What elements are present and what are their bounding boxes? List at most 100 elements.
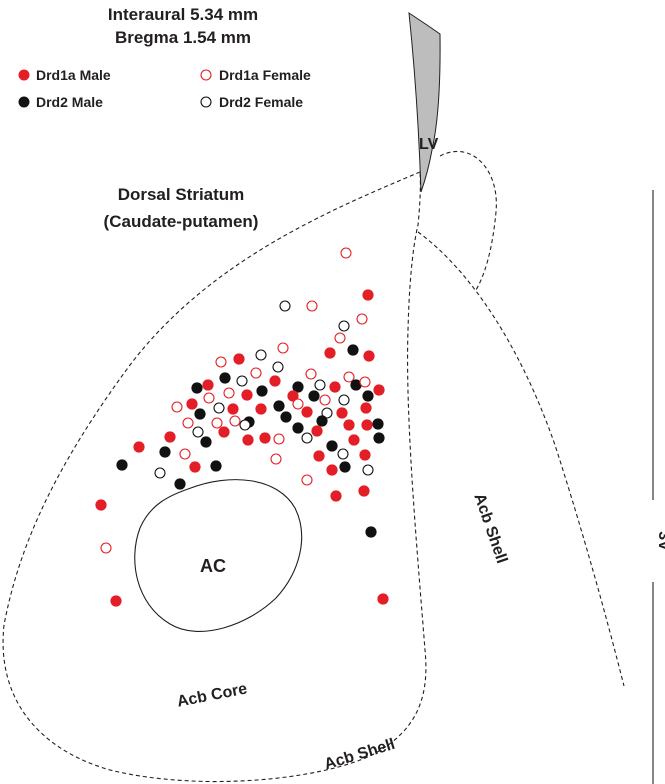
cell-marker-drd2-male bbox=[326, 440, 338, 452]
cell-marker-drd2-male bbox=[219, 372, 231, 384]
acb-core-label: Acb Core bbox=[176, 680, 249, 710]
legend-marker-drd2-male bbox=[18, 96, 30, 108]
cell-marker-drd1a-male bbox=[373, 384, 385, 396]
dorsal-striatum-label: Dorsal Striatum bbox=[118, 185, 245, 204]
cell-marker-drd2-male bbox=[373, 432, 385, 444]
cell-marker-drd2-female bbox=[236, 375, 248, 387]
acb-shell-label-right: Acb Shell bbox=[470, 491, 510, 565]
cell-marker-drd1a-male bbox=[343, 419, 355, 431]
cell-marker-drd2-male bbox=[316, 415, 328, 427]
cell-marker-drd2-female bbox=[314, 379, 326, 391]
cell-marker-drd1a-female bbox=[273, 433, 285, 445]
cell-marker-drd2-male bbox=[116, 459, 128, 471]
cell-marker-drd2-female bbox=[279, 300, 291, 312]
anterior-commissure-label: AC bbox=[200, 556, 226, 576]
cell-marker-drd1a-male bbox=[241, 389, 253, 401]
cell-marker-drd2-male bbox=[256, 385, 268, 397]
cell-marker-drd1a-male bbox=[361, 419, 373, 431]
cell-marker-drd1a-male bbox=[233, 353, 245, 365]
cell-marker-drd2-female bbox=[239, 419, 251, 431]
cell-marker-drd2-male bbox=[194, 408, 206, 420]
cell-marker-drd1a-female bbox=[301, 474, 313, 486]
cell-marker-drd2-female bbox=[338, 394, 350, 406]
cell-marker-drd1a-female bbox=[270, 453, 282, 465]
cell-marker-drd2-female bbox=[272, 361, 284, 373]
cell-marker-drd1a-female bbox=[356, 313, 368, 325]
caudate-putamen-label: (Caudate-putamen) bbox=[104, 212, 259, 231]
cell-marker-drd1a-female bbox=[182, 417, 194, 429]
cell-marker-drd1a-male bbox=[202, 379, 214, 391]
cell-marker-drd1a-male bbox=[363, 350, 375, 362]
cell-marker-drd1a-female bbox=[229, 415, 241, 427]
cell-marker-drd1a-female bbox=[340, 247, 352, 259]
cell-markers bbox=[95, 247, 389, 607]
cell-marker-drd2-female bbox=[362, 464, 374, 476]
legend-label-drd2-male: Drd2 Male bbox=[36, 94, 103, 110]
cell-marker-drd1a-male bbox=[348, 434, 360, 446]
cell-marker-drd2-male bbox=[362, 390, 374, 402]
cell-marker-drd2-male bbox=[191, 382, 203, 394]
cell-marker-drd1a-male bbox=[377, 593, 389, 605]
acb-shell-medial-boundary bbox=[417, 231, 625, 687]
cell-marker-drd1a-male bbox=[358, 485, 370, 497]
cell-marker-drd1a-female bbox=[211, 417, 223, 429]
cell-marker-drd1a-male bbox=[218, 426, 230, 438]
cell-marker-drd1a-male bbox=[259, 432, 271, 444]
cell-marker-drd1a-male bbox=[186, 398, 198, 410]
cell-marker-drd1a-male bbox=[311, 425, 323, 437]
cell-marker-drd1a-female bbox=[179, 448, 191, 460]
cell-marker-drd1a-female bbox=[319, 394, 331, 406]
cell-marker-drd1a-male bbox=[287, 390, 299, 402]
cell-marker-drd1a-male bbox=[313, 450, 325, 462]
legend-marker-drd2-female bbox=[200, 96, 212, 108]
cell-marker-drd2-female bbox=[301, 432, 313, 444]
cell-marker-drd1a-male bbox=[227, 403, 239, 415]
cell-marker-drd1a-male bbox=[324, 347, 336, 359]
striatum-outline bbox=[2, 171, 427, 783]
cell-marker-drd2-female bbox=[321, 407, 333, 419]
cell-marker-drd1a-female bbox=[223, 387, 235, 399]
cell-marker-drd2-male bbox=[308, 390, 320, 402]
cell-marker-drd2-female bbox=[154, 467, 166, 479]
cell-marker-drd1a-male bbox=[189, 461, 201, 473]
legend-marker-drd1a-female bbox=[200, 69, 212, 81]
cell-marker-drd1a-male bbox=[164, 431, 176, 443]
lateral-ventricle-shape bbox=[408, 11, 441, 193]
cell-marker-drd1a-female bbox=[100, 542, 112, 554]
cell-marker-drd1a-male bbox=[330, 490, 342, 502]
cell-marker-drd2-male bbox=[292, 381, 304, 393]
cell-marker-drd1a-female bbox=[277, 342, 289, 354]
cell-marker-drd1a-female bbox=[203, 392, 215, 404]
cell-marker-drd1a-male bbox=[95, 499, 107, 511]
cell-marker-drd1a-male bbox=[133, 441, 145, 453]
lv-boundary-loop bbox=[439, 150, 497, 291]
cell-marker-drd1a-male bbox=[242, 434, 254, 446]
legend-marker-drd1a-male bbox=[18, 69, 30, 81]
cell-marker-drd2-male bbox=[350, 379, 362, 391]
legend-label-drd1a-male: Drd1a Male bbox=[36, 67, 111, 83]
cell-marker-drd1a-female bbox=[171, 401, 183, 413]
cell-marker-drd1a-female bbox=[305, 368, 317, 380]
cell-marker-drd2-female bbox=[213, 402, 225, 414]
cell-marker-drd2-male bbox=[280, 411, 292, 423]
cell-marker-drd2-male bbox=[210, 460, 222, 472]
cell-marker-drd1a-female bbox=[334, 332, 346, 344]
cell-marker-drd2-male bbox=[174, 478, 186, 490]
third-ventricle-label: 3V bbox=[655, 531, 665, 551]
cell-marker-drd1a-female bbox=[250, 367, 262, 379]
cell-marker-drd1a-male bbox=[326, 464, 338, 476]
acb-shell-label-bottom: Acb Shell bbox=[322, 736, 397, 774]
cell-marker-drd2-male bbox=[372, 418, 384, 430]
lateral-ventricle-label: LV bbox=[419, 136, 439, 153]
cell-marker-drd2-female bbox=[255, 349, 267, 361]
cell-marker-drd2-male bbox=[339, 461, 351, 473]
cell-marker-drd1a-female bbox=[343, 371, 355, 383]
cell-marker-drd2-female bbox=[338, 320, 350, 332]
cell-marker-drd2-male bbox=[200, 436, 212, 448]
cell-marker-drd1a-male bbox=[269, 375, 281, 387]
cell-marker-drd1a-male bbox=[110, 595, 122, 607]
cell-marker-drd2-male bbox=[365, 526, 377, 538]
cell-marker-drd1a-male bbox=[362, 289, 374, 301]
cell-marker-drd1a-male bbox=[360, 402, 372, 414]
cell-marker-drd1a-male bbox=[336, 407, 348, 419]
